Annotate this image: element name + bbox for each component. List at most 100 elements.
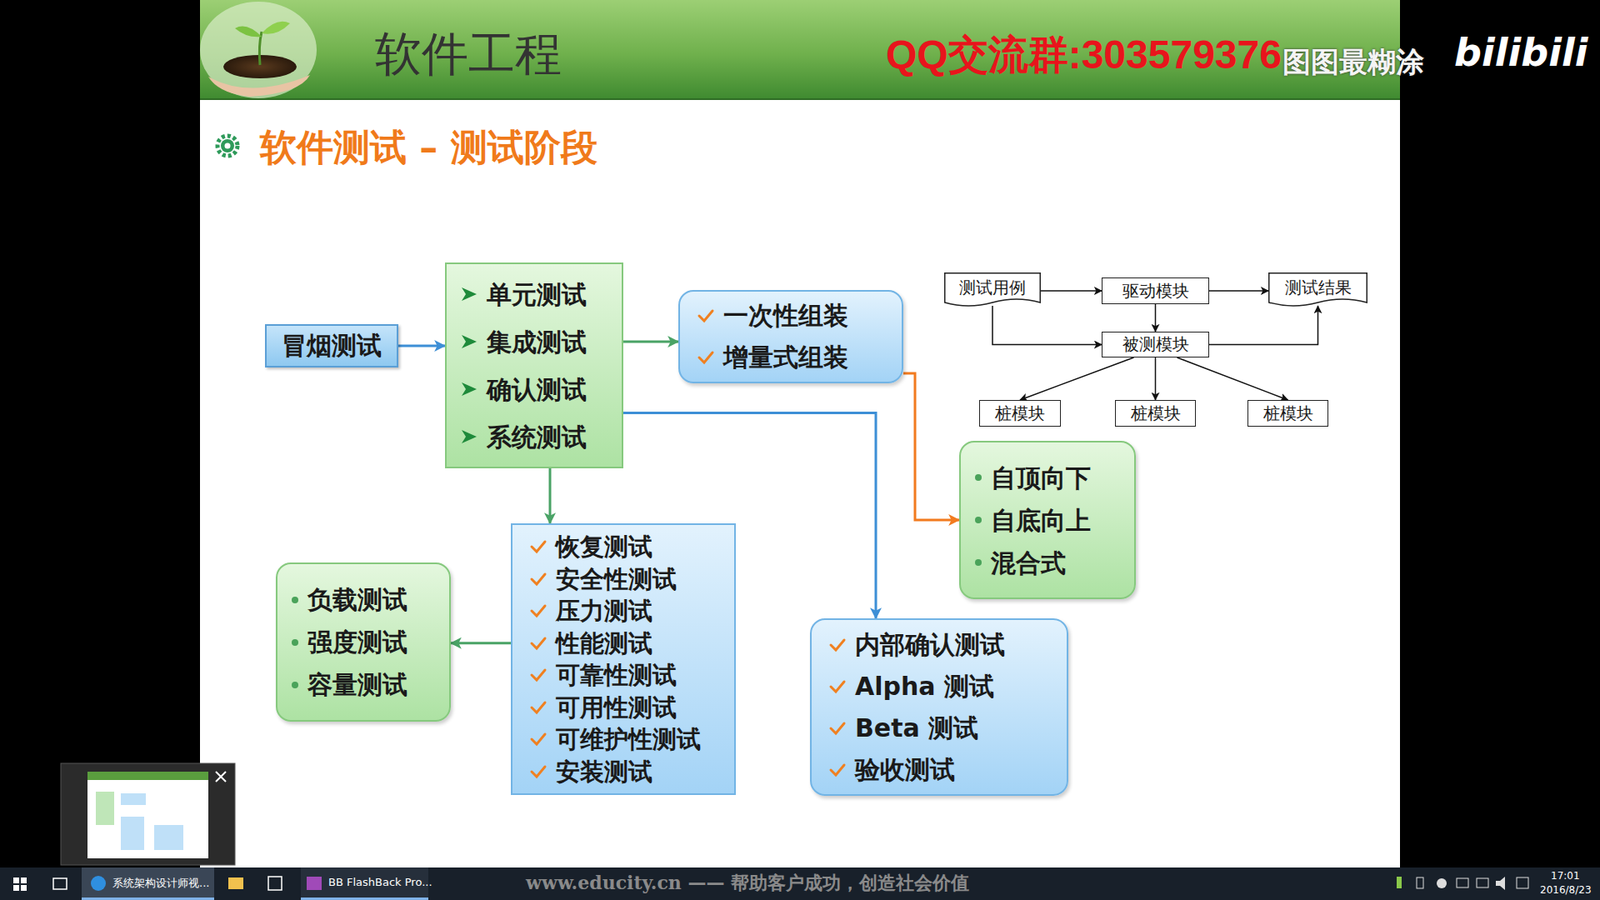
list-item: 验收测试 xyxy=(828,749,1052,791)
connector-arrow xyxy=(1209,290,1269,292)
node-text: 恢复测试 xyxy=(555,530,653,564)
module-box: 被测模块 xyxy=(1101,331,1210,358)
node-text: 验收测试 xyxy=(855,749,955,791)
watermark: bilibili xyxy=(1454,30,1588,75)
connector-arrow xyxy=(1177,357,1289,400)
check-mark xyxy=(529,634,548,653)
connector-arrow xyxy=(903,373,960,520)
list-item: Beta 测试 xyxy=(828,707,1052,750)
node-text: Alpha 测试 xyxy=(855,665,995,708)
node-text: 桩模块 xyxy=(1263,402,1314,425)
node-text: 强度测试 xyxy=(307,620,408,664)
list-item: 内部确认测试 xyxy=(828,624,1052,666)
check-mark xyxy=(529,537,548,556)
check-mark xyxy=(529,601,548,620)
list-item: 压力测试 xyxy=(529,595,720,628)
node-text: 负载测试 xyxy=(307,578,408,621)
node-text: 混合式 xyxy=(990,541,1066,585)
list-item: 测试结果 xyxy=(1285,276,1352,300)
header-rule xyxy=(200,98,1400,100)
module-box: 驱动模块 xyxy=(1101,277,1210,305)
check-mark xyxy=(529,762,548,781)
node-text: 驱动模块 xyxy=(1122,280,1190,303)
connector-arrow xyxy=(1155,357,1157,400)
taskbar xyxy=(0,867,1600,900)
list-item: 安装测试 xyxy=(529,755,720,789)
check-mark xyxy=(696,306,715,325)
dot-bullet xyxy=(974,468,983,487)
connector-arrow xyxy=(1040,290,1102,292)
node-text: 系统测试 xyxy=(486,413,587,461)
watermark: QQ交流群:303579376 xyxy=(885,28,1282,82)
check-mark xyxy=(529,665,548,685)
node-text: 冒烟测试 xyxy=(281,329,382,364)
option-box: 一次性组装增量式组装 xyxy=(678,290,904,384)
list-item: 冒烟测试 xyxy=(281,329,382,364)
stage-box: 冒烟测试 xyxy=(265,324,399,368)
list-item: 驱动模块 xyxy=(1122,280,1190,303)
node-text: 容量测试 xyxy=(307,663,408,706)
dot-bullet xyxy=(290,675,300,695)
list-item: 确认测试 xyxy=(460,365,607,414)
node-text: 性能测试 xyxy=(555,627,653,660)
node-text: 单元测试 xyxy=(486,270,587,319)
node-text: 一次性组装 xyxy=(723,295,849,337)
node-text: 压力测试 xyxy=(555,595,653,628)
check-mark xyxy=(828,677,847,696)
header-title: 软件工程 xyxy=(375,23,562,87)
check-mark xyxy=(828,719,847,738)
list-item: 安全性测试 xyxy=(529,563,720,596)
list-item: 桩模块 xyxy=(1130,402,1181,425)
node-text: 测试结果 xyxy=(1285,276,1352,300)
node-text: 增量式组装 xyxy=(723,336,849,379)
list-item: 桩模块 xyxy=(1263,402,1314,425)
taskbar-item: 系统架构设计师视... xyxy=(112,875,210,891)
stub-box: 桩模块 xyxy=(1115,400,1196,427)
list-item: 桩模块 xyxy=(995,402,1045,425)
stub-box: 桩模块 xyxy=(979,400,1061,427)
footer-note: www.educity.cn —— 帮助客户成功，创造社会价值 xyxy=(525,870,970,896)
node-text: 桩模块 xyxy=(1130,402,1181,425)
node-text: 安装测试 xyxy=(555,755,653,789)
list-item: 增量式组装 xyxy=(696,336,887,379)
stub-box: 桩模块 xyxy=(1247,400,1329,427)
option-box: 自顶向下自底向上混合式 xyxy=(959,440,1136,600)
connector-arrow xyxy=(450,641,511,645)
list-item: 性能测试 xyxy=(529,627,720,660)
connector-arrow xyxy=(398,345,445,348)
connector-arrow xyxy=(1209,305,1319,345)
header-bar xyxy=(200,0,1400,100)
connector-arrow xyxy=(549,468,552,524)
list-item: 可维护性测试 xyxy=(529,723,720,756)
clock-time: 17:01 xyxy=(1550,870,1580,882)
node-text: 自底向上 xyxy=(990,499,1091,542)
node-text: 可靠性测试 xyxy=(555,659,677,692)
plant-picture xyxy=(200,1,317,99)
dot-bullet xyxy=(974,553,983,572)
list-item: Alpha 测试 xyxy=(828,665,1052,708)
gear-icon xyxy=(217,135,238,156)
list-item: 系统测试 xyxy=(460,413,607,461)
list-item: 自顶向下 xyxy=(974,456,1120,500)
list-item: 集成测试 xyxy=(460,318,607,366)
list-item: 可靠性测试 xyxy=(529,659,720,692)
arrow-bullet xyxy=(460,332,479,351)
node-text: Beta 测试 xyxy=(855,707,979,750)
dot-bullet xyxy=(974,510,983,530)
check-mark xyxy=(696,348,715,367)
dot-bullet xyxy=(290,633,300,652)
stage-list-box: 单元测试集成测试确认测试系统测试 xyxy=(445,262,624,469)
option-box: 负载测试强度测试容量测试 xyxy=(275,562,451,722)
node-text: 确认测试 xyxy=(486,365,587,414)
slide-ground xyxy=(200,0,1400,868)
connector-arrow xyxy=(1155,304,1157,332)
connector-arrow xyxy=(623,340,679,344)
check-mark xyxy=(529,698,548,717)
watermark: 图图最糊涂 xyxy=(1282,43,1425,82)
list-item: 恢复测试 xyxy=(529,530,720,564)
dot-bullet xyxy=(290,590,300,610)
node-text: 可维护性测试 xyxy=(555,723,701,756)
node-text: 被测模块 xyxy=(1122,333,1190,356)
